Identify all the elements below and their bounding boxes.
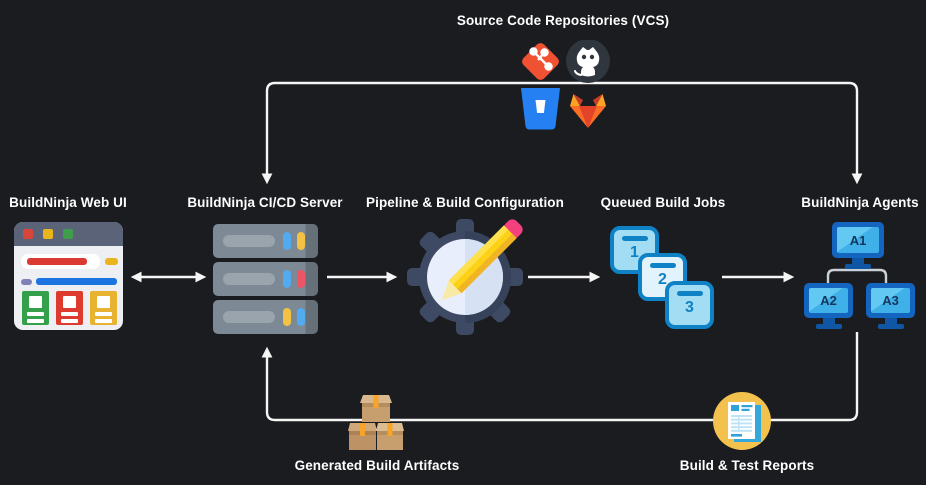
vcs-label: Source Code Repositories (VCS) (456, 13, 670, 28)
artifact-box-top (360, 395, 392, 422)
vcs-icon-group (521, 40, 610, 130)
monitor-base (877, 324, 904, 329)
job-card-number: 3 (685, 299, 694, 316)
agents-label: BuildNinja Agents (801, 195, 919, 210)
agent-screen-label: A1 (837, 227, 879, 253)
package-boxes-icon (348, 395, 404, 450)
arrow-agents-reports-artifacts-to-server (261, 332, 859, 422)
job-card-bar (649, 263, 676, 268)
server-unit-1 (213, 224, 318, 258)
job-card-bar (676, 291, 703, 296)
browser-purple-pill (21, 279, 32, 285)
job-card-2: 2 (638, 253, 687, 301)
browser-titlebar (14, 222, 123, 246)
server-label: BuildNinja CI/CD Server (187, 195, 343, 210)
queue-label: Queued Build Jobs (600, 195, 726, 210)
report-document-icon (713, 392, 771, 450)
job-card-3: 3 (665, 281, 714, 329)
job-card-number: 1 (630, 244, 639, 261)
agent-monitor-a3: A3 (866, 283, 915, 329)
monitor-stand (852, 258, 864, 264)
git-icon (522, 43, 559, 80)
artifact-box-left (348, 423, 377, 450)
agent-monitor-a2: A2 (804, 283, 853, 329)
gitlab-icon (570, 94, 606, 128)
agent-screen-label: A2 (809, 288, 848, 313)
pipeline-label: Pipeline & Build Configuration (366, 195, 564, 210)
web-ui-label: BuildNinja Web UI (9, 195, 127, 210)
monitor-stand (884, 318, 897, 324)
monitor-stand (822, 318, 835, 324)
job-card-number: 2 (658, 271, 667, 288)
agent-monitor-a1: A1 (832, 222, 884, 269)
reports-label: Build & Test Reports (679, 458, 815, 473)
browser-yellow-pill (105, 258, 118, 265)
job-card-bar (621, 236, 648, 241)
gear-pencil-icon (407, 219, 523, 335)
browser-dot-green (63, 229, 73, 239)
github-icon (566, 40, 610, 83)
arrow-vcs-to-agents (563, 81, 863, 185)
browser-card-red (56, 291, 83, 325)
artifact-box-right (376, 423, 404, 450)
browser-dot-yellow (43, 229, 53, 239)
browser-blue-bar (36, 278, 117, 285)
agent-screen-label: A3 (871, 288, 910, 313)
server-unit-3 (213, 300, 318, 334)
arrow-vcs-to-server (261, 81, 563, 185)
bitbucket-icon (521, 88, 560, 130)
browser-card-yellow (90, 291, 117, 325)
server-stack-icon (213, 224, 318, 334)
monitor-base (845, 264, 871, 269)
pencil (441, 219, 523, 301)
artifacts-label: Generated Build Artifacts (294, 458, 460, 473)
browser-card-green (22, 291, 49, 325)
browser-searchbar (21, 254, 100, 269)
monitor-base (815, 324, 842, 329)
server-unit-2 (213, 262, 318, 296)
browser-dot-red (23, 229, 33, 239)
browser-window-icon (14, 222, 123, 330)
